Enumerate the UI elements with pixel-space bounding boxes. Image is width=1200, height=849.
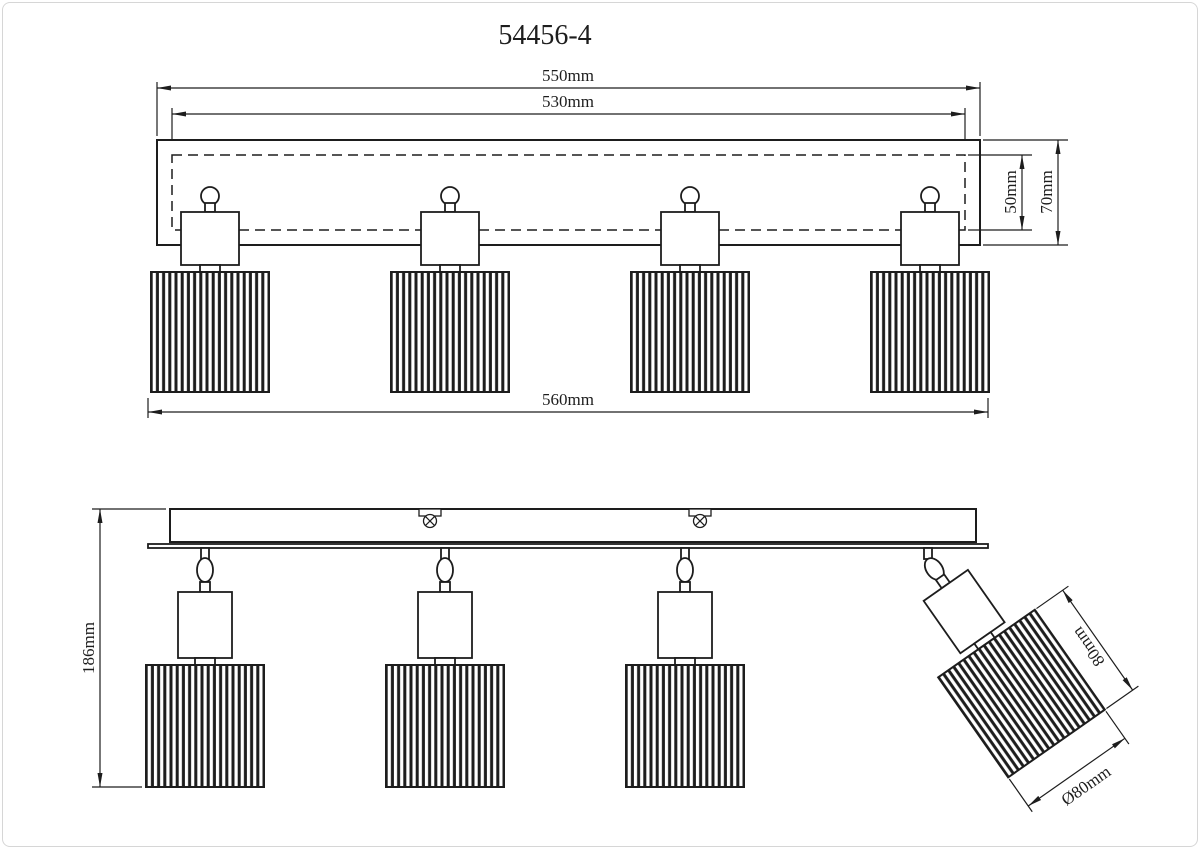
top-view: 550mm 530mm 50mm — [147, 66, 1068, 418]
mounting-bar-inner-dashed — [171, 154, 966, 231]
lamp-bracket — [657, 591, 713, 659]
dim-plate-inner-height-label: 50mm — [1001, 170, 1020, 213]
lamp-bracket — [900, 211, 960, 266]
ring-pin — [204, 202, 216, 213]
lamp-neck — [919, 264, 941, 273]
dim-overall-width-label: 560mm — [542, 390, 594, 409]
dim-plate-inner-height: 50mm — [968, 154, 1032, 231]
dim-overall-height: 186mm — [79, 508, 166, 788]
lamp-shade — [870, 271, 990, 393]
lamp-bracket — [180, 211, 240, 266]
side-view: 186mm — [79, 508, 1139, 813]
dim-outer-width-label: 550mm — [542, 66, 594, 85]
ring-pin — [924, 202, 936, 213]
lamp-shade — [145, 664, 265, 788]
mounting-bar-top — [156, 139, 981, 246]
lamp-shade — [630, 271, 750, 393]
dim-plate-outer-height: 70mm — [983, 139, 1068, 246]
mounting-screw — [422, 513, 438, 529]
lamp-neck — [434, 657, 456, 666]
lamp-shade — [390, 271, 510, 393]
swivel-joint — [676, 557, 694, 583]
lamp-neck — [674, 657, 696, 666]
ring-pin — [439, 581, 451, 593]
lamp-neck — [439, 264, 461, 273]
lamp-shade — [150, 271, 270, 393]
lamp-unit — [385, 547, 505, 788]
mounting-bar-side — [169, 508, 977, 543]
lamp-unit — [150, 186, 270, 393]
ring-pin — [444, 202, 456, 213]
lamp-shade — [625, 664, 745, 788]
lamp-bracket — [177, 591, 233, 659]
dim-plate-outer-height-label: 70mm — [1037, 170, 1056, 213]
lamp-bracket — [417, 591, 473, 659]
lamp-neck — [679, 264, 701, 273]
lamp-unit — [625, 547, 745, 788]
ring-pin — [199, 581, 211, 593]
lamp-bracket — [420, 211, 480, 266]
dim-overall-width: 560mm — [147, 390, 989, 418]
lamp-bracket — [660, 211, 720, 266]
dim-inner-width-label: 530mm — [542, 92, 594, 111]
lamp-unit — [630, 186, 750, 393]
drawing-title: 54456-4 — [498, 20, 591, 51]
lamp-unit — [390, 186, 510, 393]
lamp-unit — [870, 186, 990, 393]
lamp-shade — [385, 664, 505, 788]
dim-overall-height-label: 186mm — [79, 622, 98, 674]
lamp-unit — [145, 547, 265, 788]
swivel-joint — [436, 557, 454, 583]
ring-pin — [684, 202, 696, 213]
ceiling-plate-flange — [147, 543, 989, 549]
dim-outer-width: 550mm — [156, 66, 981, 136]
lamp-neck — [199, 264, 221, 273]
dim-inner-width: 530mm — [171, 92, 966, 151]
lamp-unit-tilted: 80mm Ø80mm — [922, 557, 1139, 813]
mounting-screw — [692, 513, 708, 529]
ring-pin — [679, 581, 691, 593]
swivel-joint — [196, 557, 214, 583]
lamp-neck — [194, 657, 216, 666]
